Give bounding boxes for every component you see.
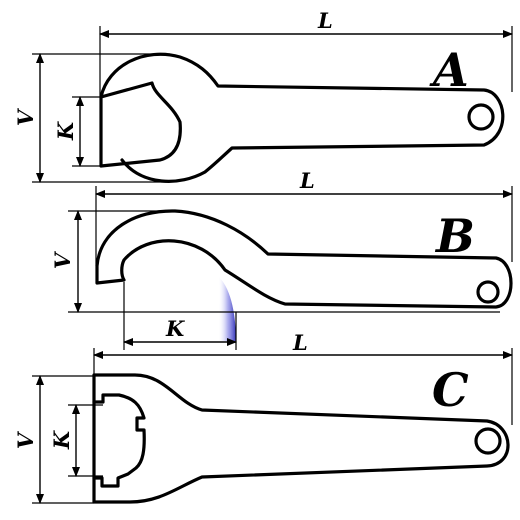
wrench-a-L-label: L <box>317 8 333 33</box>
wrench-b-K-label: K <box>165 316 185 341</box>
wrench-c-L-label: L <box>292 330 308 355</box>
wrench-c: L V K C <box>13 330 513 504</box>
wrench-a-outline <box>99 81 182 168</box>
wrench-b-highlight <box>218 277 236 341</box>
wrench-c-letter: C <box>432 363 469 417</box>
wrench-c-hole <box>474 427 502 455</box>
wrench-a-V-label: V <box>13 107 38 126</box>
wrench-b-V-label: V <box>50 250 75 269</box>
wrench-b-outline <box>95 209 513 309</box>
wrench-a-hole <box>467 103 495 131</box>
wrench-a-letter: A <box>429 43 469 97</box>
wrench-b-letter: B <box>434 209 475 263</box>
wrench-c-outline <box>92 373 510 504</box>
wrench-a-K-label: K <box>53 121 78 141</box>
wrench-b: L V K B <box>50 168 513 350</box>
wrench-c-slot <box>92 393 146 488</box>
wrench-a: L V K A <box>13 8 513 183</box>
wrench-c-K-label: K <box>49 430 74 450</box>
wrench-c-V-label: V <box>13 430 38 449</box>
wrench-b-L-label: L <box>299 168 315 193</box>
wrench-b-hole <box>476 280 500 304</box>
